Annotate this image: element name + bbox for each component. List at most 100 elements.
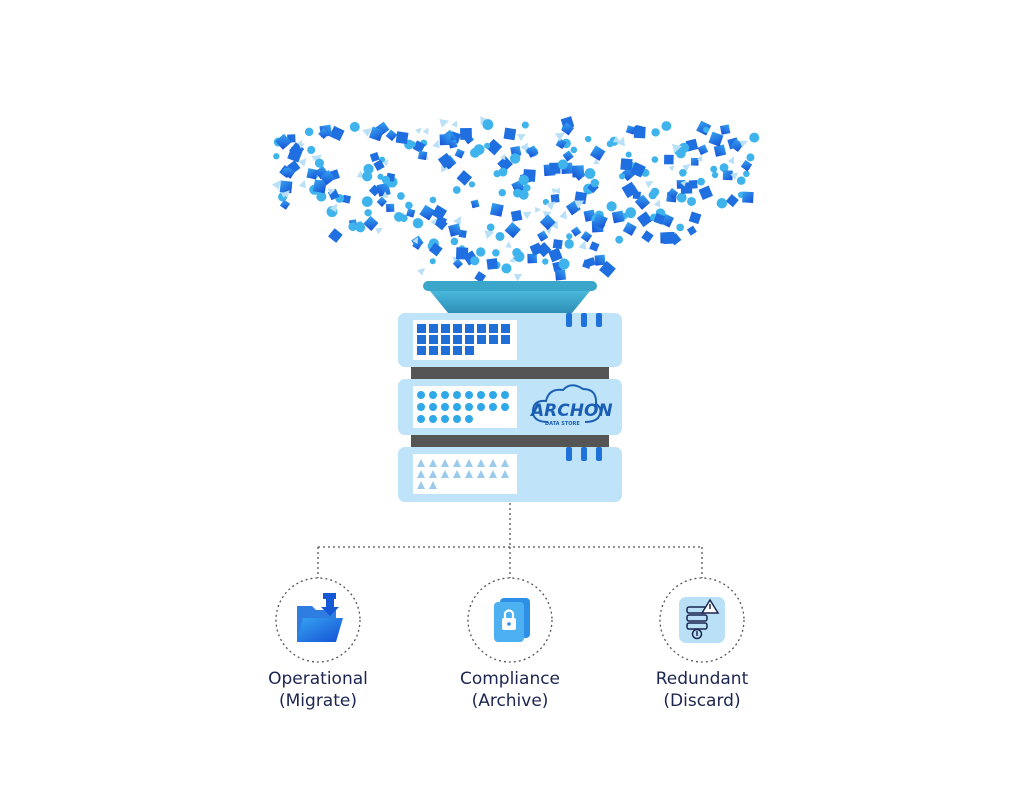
server-divider	[411, 435, 609, 447]
data-particle-square	[529, 242, 543, 256]
data-particle-triangle	[484, 230, 495, 239]
data-particle-circle	[470, 256, 480, 266]
port-circle	[429, 403, 437, 411]
data-particle-circle	[687, 196, 697, 206]
data-particle-circle	[314, 158, 325, 168]
port-square	[429, 324, 438, 333]
data-particle-circle	[498, 188, 507, 197]
port-triangle	[465, 470, 473, 478]
data-particle-square	[622, 221, 637, 236]
data-particle-square	[664, 154, 674, 165]
data-particle-circle	[661, 121, 672, 131]
port-square	[441, 346, 450, 355]
port-circle	[441, 415, 449, 423]
data-particle-square	[630, 161, 646, 178]
data-particle-circle	[513, 188, 522, 198]
data-particle-triangle	[500, 153, 506, 161]
data-particle-circle	[651, 128, 660, 137]
cloud-icon	[531, 384, 602, 423]
data-particle-circle	[412, 217, 424, 229]
logo-wordmark: ARCHON	[529, 401, 613, 421]
data-particle-triangle	[559, 210, 567, 220]
data-particle-square	[552, 239, 563, 250]
data-particle-triangle	[520, 142, 528, 152]
port-triangle	[477, 459, 485, 467]
data-particle-triangle	[505, 241, 512, 248]
port-triangle	[441, 470, 449, 478]
data-particle-square	[666, 187, 679, 200]
port-triangle	[477, 470, 485, 478]
port-triangle	[417, 459, 425, 467]
data-particle-square	[592, 213, 608, 230]
port-circle	[429, 391, 437, 399]
data-particle-square	[454, 148, 465, 159]
data-particle-circle	[585, 135, 592, 143]
data-particle-triangle	[682, 163, 691, 172]
data-particle-square	[550, 193, 560, 203]
outcome-action: (Migrate)	[279, 691, 357, 711]
port-triangle	[489, 470, 497, 478]
data-particle-circle	[476, 247, 486, 257]
port-circle	[441, 391, 449, 399]
data-particle-circle	[542, 258, 549, 265]
data-particle-circle	[648, 191, 657, 200]
data-particle-triangle	[513, 273, 523, 281]
data-particle-circle	[710, 165, 718, 173]
data-particle-square	[722, 170, 733, 181]
data-particle-triangle	[616, 136, 625, 147]
port-grid-triangles	[417, 459, 509, 489]
server-warning-icon	[679, 597, 725, 643]
logo-tagline: DATA STORE	[545, 421, 580, 427]
data-particle-circle	[743, 170, 750, 178]
data-particle-square	[342, 194, 352, 204]
data-particle-circle	[749, 132, 760, 143]
data-particle-square	[435, 215, 447, 228]
data-particle-triangle	[298, 179, 307, 189]
data-particle-triangle	[551, 188, 559, 194]
port-circle	[465, 403, 473, 411]
data-particle-square	[497, 155, 513, 172]
data-particle-square	[419, 204, 436, 221]
port-circle	[477, 391, 485, 399]
data-particle-square	[503, 127, 517, 141]
data-particle-square	[611, 210, 625, 224]
data-particle-square	[686, 225, 697, 236]
port-triangle	[441, 459, 449, 467]
data-particle-circle	[676, 223, 684, 232]
data-particle-square	[527, 253, 538, 264]
server-stack: ARCHON DATA STORE	[398, 313, 622, 502]
port-circle	[417, 403, 425, 411]
data-particle-square	[328, 228, 343, 243]
data-particle-square	[554, 269, 567, 281]
data-particle-square	[470, 199, 480, 209]
data-particle-square	[690, 157, 699, 166]
data-particle-triangle	[535, 206, 542, 213]
port-triangle	[501, 459, 509, 467]
data-particle-square	[460, 127, 472, 140]
data-particle-square	[279, 180, 293, 194]
data-particle-square	[439, 134, 451, 146]
data-particle-square	[395, 131, 409, 145]
port-square	[489, 324, 498, 333]
outcome-compliance	[467, 577, 553, 663]
data-particle-triangle	[382, 159, 389, 167]
data-particle-triangle	[671, 144, 683, 153]
port-triangle	[429, 459, 437, 467]
data-particle-triangle	[329, 203, 338, 213]
data-particle-triangle	[522, 211, 532, 220]
data-particle-circle	[429, 258, 436, 265]
port-square	[429, 335, 438, 344]
data-particle-square	[385, 129, 398, 142]
data-particle-square	[486, 258, 499, 270]
port-triangle	[453, 470, 461, 478]
port-circle	[489, 403, 497, 411]
data-particle-square	[474, 271, 487, 283]
outcome-action: (Archive)	[471, 691, 549, 711]
data-particle-square	[312, 179, 327, 194]
port-square	[441, 324, 450, 333]
data-particle-circle	[501, 263, 512, 274]
data-particle-square	[363, 215, 379, 231]
data-particle-triangle	[381, 191, 389, 198]
port-circle	[453, 391, 461, 399]
data-particle-square	[653, 213, 666, 225]
